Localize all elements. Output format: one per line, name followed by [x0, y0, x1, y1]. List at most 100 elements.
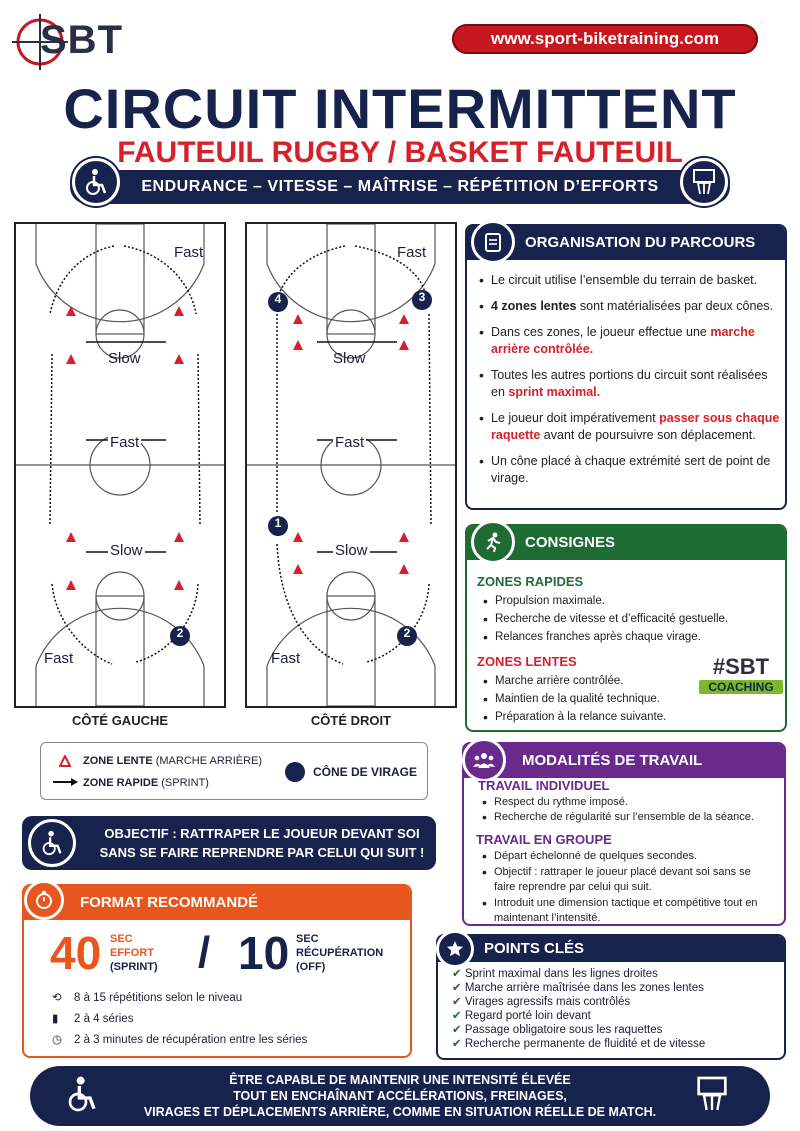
- objectif-banner: OBJECTIF : RATTRAPER LE JOUEUR DEVANT SO…: [22, 816, 436, 870]
- page-subtitle: FAUTEUIL RUGBY / BASKET FAUTEUIL: [117, 136, 683, 169]
- court-right-diagram: [247, 223, 455, 707]
- cone-icon: [59, 755, 71, 767]
- list-item: Respect du rythme imposé.: [480, 795, 780, 810]
- legend-cone: CÔNE DE VIRAGE: [313, 765, 418, 779]
- zones-rapides-title: ZONES RAPIDES: [477, 574, 584, 589]
- fast-label: Fast: [108, 434, 142, 451]
- bars-icon: ▮: [52, 1013, 59, 1025]
- running-figure-icon: [471, 520, 515, 564]
- list-item: Préparation à la relance suivante.: [481, 709, 701, 726]
- check-icon: ✔: [452, 1024, 462, 1036]
- website-url[interactable]: www.sport-biketraining.com: [452, 24, 758, 54]
- group-people-icon: [462, 738, 506, 782]
- objectif-line-2: SANS SE FAIRE REPRENDRE PAR CELUI QUI SU…: [99, 845, 425, 860]
- turn-marker-4: 4: [274, 292, 282, 306]
- organisation-item: Dans ces zones, le joueur effectue une m…: [477, 324, 781, 358]
- court-right-label: CÔTÉ DROIT: [310, 713, 392, 728]
- format-rows: ⟲8 à 15 répétitions selon le niveau ▮2 à…: [52, 988, 307, 1051]
- wheelchair-icon: [28, 819, 76, 867]
- wheelchair-icon: [62, 1074, 102, 1119]
- list-item: ⟲8 à 15 répétitions selon le niveau: [52, 988, 307, 1009]
- wheelchair-icon: [72, 158, 120, 206]
- organisation-item: Un cône placé à chaque extrémité sert de…: [477, 453, 781, 487]
- page-title: CIRCUIT INTERMITTENT: [63, 77, 737, 140]
- footer-line-1: ÊTRE CAPABLE DE MAINTENIR UNE INTENSITÉ …: [229, 1073, 571, 1087]
- consignes-card: CONSIGNES ZONES RAPIDES Propulsion maxim…: [465, 520, 787, 732]
- organisation-item: Le circuit utilise l’ensemble du terrain…: [477, 272, 781, 289]
- fast-label: Fast: [174, 244, 204, 261]
- list-item: Objectif : rattraper le joueur placé dev…: [480, 865, 760, 895]
- basketball-hoop-icon: [680, 158, 728, 206]
- star-icon: [436, 930, 474, 968]
- check-icon: ✔: [452, 982, 462, 994]
- arrow-right-icon: [53, 778, 78, 786]
- list-item: ✔ Regard porté loin devant: [452, 1010, 591, 1022]
- clipboard-icon: [471, 220, 515, 264]
- travail-individuel-list: Respect du rythme imposé. Recherche de r…: [480, 795, 780, 825]
- zones-lentes-title: ZONES LENTES: [477, 654, 577, 669]
- footer-line-2: TOUT EN ENCHAÎNANT ACCÉLÉRATIONS, FREINA…: [233, 1089, 567, 1103]
- stopwatch-icon: [24, 880, 64, 920]
- repeat-icon: ⟲: [52, 992, 62, 1004]
- modalites-title: MODALITÉS DE TRAVAIL: [464, 744, 784, 778]
- turn-marker-1: 1: [274, 516, 282, 530]
- logo-text: SBT: [40, 18, 123, 62]
- zones-lentes-list: Marche arrière contrôlée. Maintien de la…: [481, 673, 701, 727]
- effort-value: 40: [50, 927, 102, 979]
- list-item: Introduit une dimension tactique et comp…: [480, 896, 760, 926]
- list-item: Propulsion maximale.: [481, 593, 781, 610]
- travail-individuel-title: TRAVAIL INDIVIDUEL: [478, 778, 610, 793]
- footer-banner: ÊTRE CAPABLE DE MAINTENIR UNE INTENSITÉ …: [30, 1066, 770, 1126]
- divider-slash: /: [198, 928, 211, 977]
- slow-label: Slow: [108, 542, 145, 559]
- sbt-logo: [12, 14, 68, 70]
- objectif-line-1: OBJECTIF : RATTRAPER LE JOUEUR DEVANT SO…: [104, 826, 420, 841]
- turn-marker-2: 2: [176, 626, 184, 640]
- list-item: Recherche de régularité sur l’ensemble d…: [480, 810, 780, 825]
- points-cles-title: POINTS CLÉS: [438, 936, 784, 962]
- clock-icon: ◷: [52, 1034, 63, 1046]
- court-right: Fast Slow Fast Slow Fast 4 3 1 2: [245, 222, 457, 708]
- recup-value: 10: [238, 927, 290, 979]
- travail-groupe-list: Départ échelonné de quelques secondes. O…: [480, 849, 760, 927]
- list-item: Maintien de la qualité technique.: [481, 691, 701, 708]
- list-item: ▮2 à 4 séries: [52, 1009, 307, 1030]
- turn-marker-3: 3: [418, 290, 426, 304]
- slow-label: Slow: [333, 542, 370, 559]
- slow-label: Slow: [333, 350, 366, 367]
- theme-banner: ENDURANCE – VITESSE – MAÎTRISE – RÉPÉTIT…: [70, 170, 730, 204]
- sbt-coaching-badge: #SBT COACHING: [699, 654, 783, 698]
- list-item: Relances franches après chaque virage.: [481, 629, 781, 646]
- footer-line-3: VIRAGES ET DÉPLACEMENTS ARRIÈRE, COMME E…: [143, 1105, 657, 1119]
- list-item: Marche arrière contrôlée.: [481, 673, 701, 690]
- basketball-hoop-icon: [692, 1074, 732, 1119]
- legend-fast: ZONE RAPIDE (SPRINT): [83, 777, 209, 789]
- legend: ZONE LENTE (MARCHE ARRIÈRE) ZONE RAPIDE …: [40, 742, 428, 800]
- court-left: Fast Slow Fast Slow Fast 2: [14, 222, 226, 708]
- check-icon: ✔: [452, 996, 462, 1008]
- list-item: ✔ Marche arrière maîtrisée dans les zone…: [452, 982, 704, 994]
- points-cles-list: ✔ Sprint maximal dans les lignes droites…: [452, 967, 782, 1051]
- list-item: ✔ Sprint maximal dans les lignes droites: [452, 968, 658, 980]
- slow-label: Slow: [108, 350, 141, 367]
- travail-groupe-title: TRAVAIL EN GROUPE: [476, 832, 612, 847]
- consignes-title: CONSIGNES: [467, 526, 785, 560]
- modalites-card: MODALITÉS DE TRAVAIL TRAVAIL INDIVIDUEL …: [462, 738, 786, 927]
- points-cles-card: POINTS CLÉS ✔ Sprint maximal dans les li…: [436, 930, 786, 1060]
- organisation-item: Toutes les autres portions du circuit so…: [477, 367, 781, 401]
- court-left-diagram: [16, 223, 224, 707]
- organisation-item: Le joueur doit impérativement passer sou…: [477, 410, 781, 444]
- check-icon: ✔: [452, 1010, 462, 1022]
- list-item: ◷2 à 3 minutes de récupération entre les…: [52, 1030, 307, 1051]
- check-icon: ✔: [452, 1038, 462, 1050]
- list-item: Départ échelonné de quelques secondes.: [480, 849, 760, 864]
- fast-label: Fast: [271, 650, 301, 667]
- zones-rapides-list: Propulsion maximale. Recherche de vitess…: [481, 593, 781, 647]
- legend-slow: ZONE LENTE (MARCHE ARRIÈRE): [83, 755, 263, 767]
- list-item: Recherche de vitesse et d’efficacité ges…: [481, 611, 781, 628]
- list-item: ✔ Recherche permanente de fluidité et de…: [452, 1038, 706, 1050]
- turn-cone-icon: [285, 762, 305, 782]
